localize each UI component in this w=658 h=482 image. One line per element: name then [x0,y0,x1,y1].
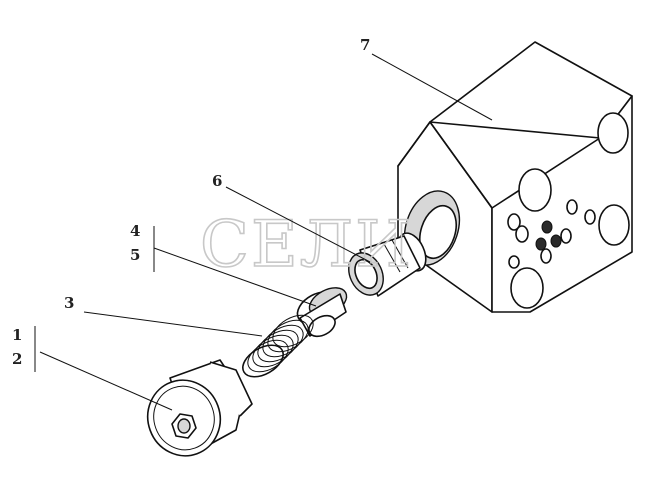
callout-1: 1 [12,326,22,344]
callout-7: 7 [360,36,370,54]
callout-6: 6 [212,172,222,190]
watermark-text: СЕЛИ [200,208,413,282]
spring-part-3 [242,314,314,378]
valve-body-block [397,41,633,313]
callout-3: 3 [64,294,74,312]
ring-part-4-5 [296,287,348,338]
callout-5: 5 [130,246,140,264]
callout-2: 2 [12,350,22,368]
leader-lines [39,53,493,411]
end-cap-part-1-2 [146,359,253,457]
sleeve-part-6 [348,232,427,297]
callout-4: 4 [130,222,140,240]
